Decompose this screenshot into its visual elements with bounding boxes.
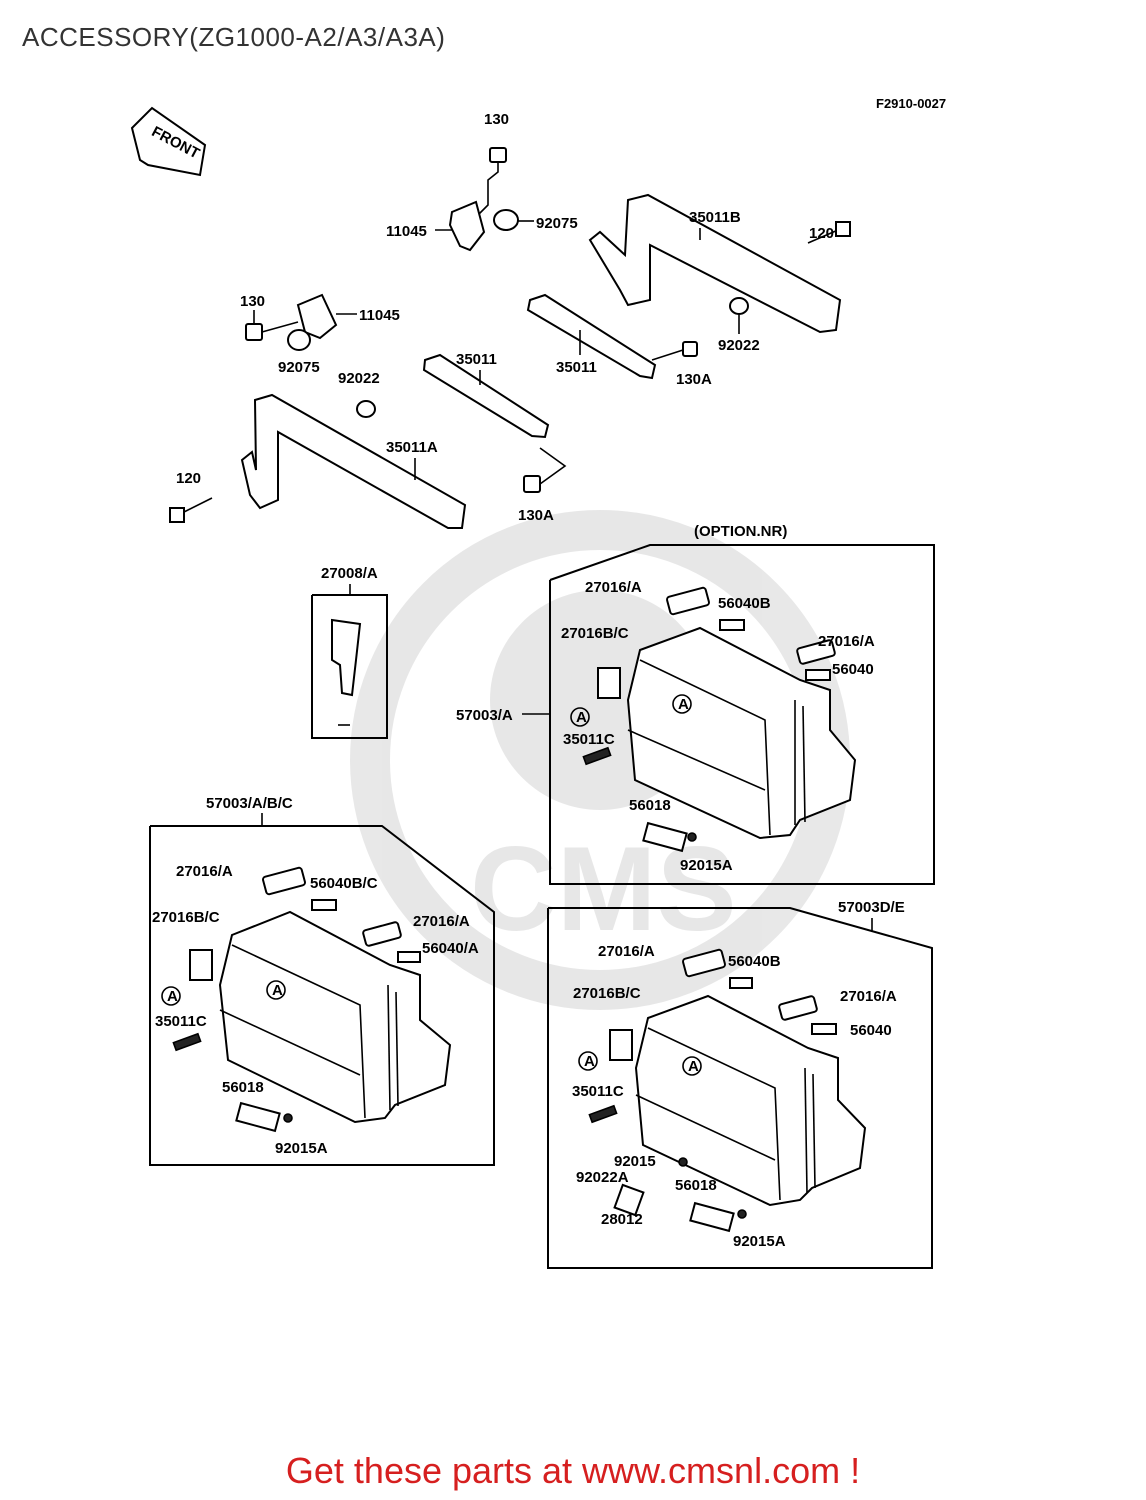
box-option-label-0: 27016/A bbox=[585, 579, 642, 596]
box-de-label-1: 56040B bbox=[728, 953, 781, 970]
box-option-label-4: 56040 bbox=[832, 661, 874, 678]
bolt-120-left bbox=[169, 497, 213, 523]
box-de-label-7: 92022A bbox=[576, 1169, 629, 1186]
watermark-text: CMS bbox=[470, 822, 737, 956]
box-57003-de: 57003D/E 27016/A 56040B 27016B/C 27016/A… bbox=[547, 899, 933, 1269]
drawing-code: F2910-0027 bbox=[876, 96, 947, 111]
callout-92075-left: 92075 bbox=[278, 359, 320, 376]
front-arrow-icon: FRONT bbox=[130, 106, 207, 177]
bolt-130a-right bbox=[682, 341, 698, 357]
key-box bbox=[311, 594, 388, 739]
box-de-case-marker: A bbox=[688, 1058, 699, 1075]
box-57003-abc: 57003/A/B/C 27016/A 56040B/C 27016B/C 27… bbox=[149, 795, 495, 1166]
box-option-case-marker: A bbox=[678, 696, 689, 713]
box-option-heading: (OPTION.NR) bbox=[694, 523, 787, 540]
callout-120-left: 120 bbox=[176, 470, 201, 487]
callout-130-top: 130 bbox=[484, 111, 509, 128]
bracket-11045-left bbox=[296, 293, 338, 340]
box-de-label-10: 92015A bbox=[733, 1233, 786, 1250]
callout-92022-left: 92022 bbox=[338, 370, 380, 387]
box-de-label-8: 56018 bbox=[675, 1177, 717, 1194]
box-option-label-3: 27016/A bbox=[818, 633, 875, 650]
damper-92075-top bbox=[493, 209, 519, 231]
box-option-label-5: 35011C bbox=[563, 731, 615, 748]
box-de-label-3: 27016/A bbox=[840, 988, 897, 1005]
callout-11045-top: 11045 bbox=[386, 223, 427, 240]
callout-92075-top: 92075 bbox=[536, 215, 578, 232]
box-option-label-7: 92015A bbox=[680, 857, 733, 874]
box-de-marker: A bbox=[584, 1053, 595, 1070]
bolt-130a-left bbox=[523, 447, 567, 493]
box-abc-case-marker: A bbox=[272, 982, 283, 999]
parts-diagram: CMS FRONT bbox=[130, 106, 935, 1269]
callout-35011a: 35011A bbox=[386, 439, 438, 456]
page-title: ACCESSORY(ZG1000-A2/A3/A3A) bbox=[22, 22, 446, 52]
box-de-label-9: 28012 bbox=[601, 1211, 643, 1228]
box-option-marker: A bbox=[576, 709, 587, 726]
box-option-label-2: 27016B/C bbox=[561, 625, 629, 642]
box-abc-heading: 57003/A/B/C bbox=[206, 795, 293, 812]
box-abc-label-3: 27016/A bbox=[413, 913, 470, 930]
box-de-heading: 57003D/E bbox=[838, 899, 905, 916]
box-de-label-5: 35011C bbox=[572, 1083, 624, 1100]
box-abc-marker: A bbox=[167, 988, 178, 1005]
callout-130a-left: 130A bbox=[518, 507, 554, 524]
box-abc-label-5: 35011C bbox=[155, 1013, 207, 1030]
damper-92075-left bbox=[287, 329, 311, 351]
box-abc-label-7: 92015A bbox=[275, 1140, 328, 1157]
rail-35011b bbox=[588, 193, 842, 334]
callout-35011-left-bar: 35011 bbox=[456, 351, 497, 368]
callout-35011b: 35011B bbox=[689, 209, 741, 226]
box-de-label-6: 92015 bbox=[614, 1153, 656, 1170]
bracket-assembly bbox=[169, 147, 851, 529]
box-option-nr: (OPTION.NR) 57003/A 27016/A 56040B 27016… bbox=[456, 523, 935, 885]
bolt-120-right bbox=[807, 221, 851, 244]
rail-35011a bbox=[240, 393, 467, 529]
box-de-label-0: 27016/A bbox=[598, 943, 655, 960]
box-abc-label-2: 27016B/C bbox=[152, 909, 220, 926]
callout-35011-right-bar: 35011 bbox=[556, 359, 597, 376]
box-de-label-4: 56040 bbox=[850, 1022, 892, 1039]
callout-92022-right: 92022 bbox=[718, 337, 760, 354]
box-abc-label-4: 56040/A bbox=[422, 940, 479, 957]
footer-promo: Get these parts at www.cmsnl.com ! bbox=[0, 1450, 1146, 1492]
bolt-130-top bbox=[477, 147, 507, 216]
bar-35011-right bbox=[526, 293, 657, 380]
callout-130-left: 130 bbox=[240, 293, 265, 310]
box-option-main-label: 57003/A bbox=[456, 707, 513, 724]
callout-130a-right: 130A bbox=[676, 371, 712, 388]
box-abc-label-6: 56018 bbox=[222, 1079, 264, 1096]
box-option-label-6: 56018 bbox=[629, 797, 671, 814]
washer-92022-right bbox=[729, 297, 749, 315]
box-de-label-2: 27016B/C bbox=[573, 985, 641, 1002]
washer-92022-left bbox=[356, 400, 376, 418]
bar-35011-left bbox=[422, 353, 550, 439]
callout-120-right: 120 bbox=[809, 225, 834, 242]
callout-27008: 27008/A bbox=[321, 565, 378, 582]
callout-11045-left: 11045 bbox=[359, 307, 400, 324]
bracket-11045-top bbox=[448, 200, 486, 252]
box-abc-label-0: 27016/A bbox=[176, 863, 233, 880]
box-abc-label-1: 56040B/C bbox=[310, 875, 378, 892]
box-option-label-1: 56040B bbox=[718, 595, 771, 612]
footer-link[interactable]: Get these parts at www.cmsnl.com ! bbox=[285, 1450, 861, 1491]
key-27008 bbox=[331, 618, 362, 697]
